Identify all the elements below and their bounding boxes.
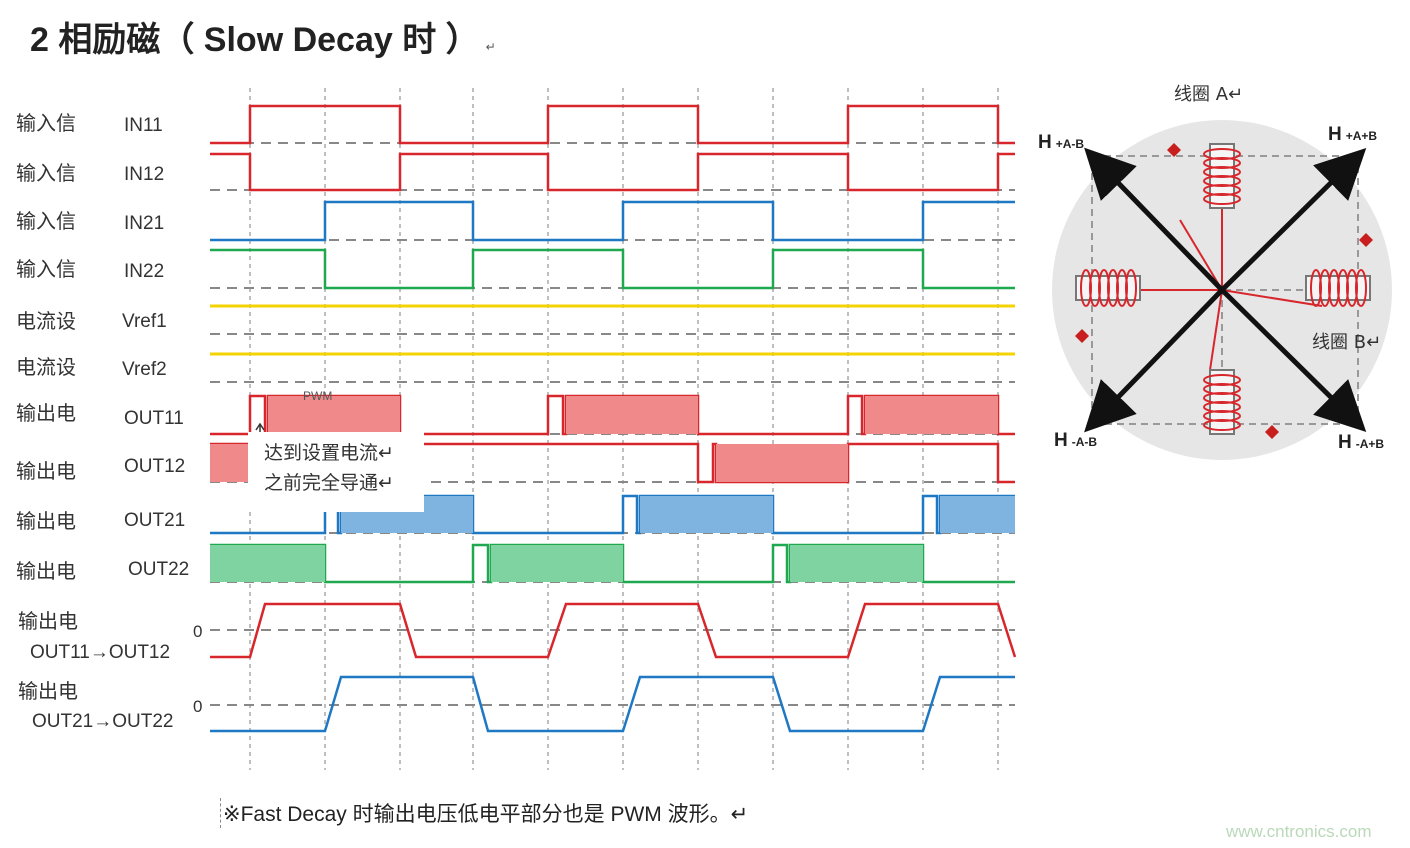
- watermark: www.cntronics.com: [1226, 822, 1372, 841]
- footnote: ※Fast Decay 时输出电压低电平部分也是 PWM 波形。↵: [220, 798, 748, 828]
- callout-line1: 达到设置电流↵: [264, 442, 394, 464]
- wave-out21: [210, 494, 1015, 535]
- wave-in22: [210, 248, 1015, 290]
- coil-bottom-turn: [1203, 419, 1241, 431]
- channel-cn-label: 输入信: [16, 111, 76, 135]
- terminal-left: [1075, 329, 1089, 343]
- channel-cn-label: 输出电: [18, 679, 78, 703]
- channel-cn-label: 电流设: [16, 355, 76, 379]
- pwm-out22-2: [491, 545, 623, 582]
- channel-en-label: OUT22: [128, 559, 189, 580]
- channel-en-label: OUT21: [124, 510, 185, 531]
- return-mark: ↵: [485, 40, 496, 54]
- coil-diagram: 线圈 A↵ 线圈 B↵ H+A-B H+A+B H-A-B H-A+B: [1038, 84, 1392, 460]
- pwm-out12-2: [716, 444, 848, 482]
- pwm-out21-2: [640, 496, 773, 533]
- coil-a-label: 线圈 A↵: [1174, 84, 1243, 105]
- channel-cn-label: 输入信: [16, 257, 76, 281]
- pwm-label: PWM: [303, 389, 332, 403]
- channel-cn-label: 电流设: [16, 309, 76, 333]
- pwm-out11-2: [566, 396, 698, 434]
- channel-en-label: IN22: [124, 261, 164, 282]
- vector-arrow-top-left: [1084, 147, 1224, 292]
- callout-arrow-head: [255, 422, 265, 431]
- timing-diagram: 输入信 IN11 输入信 IN12 输入信 IN21 输入信 IN22 电流设 Vref1 电流设 V…: [16, 88, 1017, 770]
- h-top-right: H+A+B: [1328, 124, 1377, 145]
- channel-cn-label: 输出电: [16, 459, 76, 483]
- channel-cn-label: 输入信: [16, 209, 76, 233]
- wave-current-2: [210, 675, 1015, 733]
- h-bottom-left: H-A-B: [1054, 430, 1097, 451]
- page-title: 2 相励磁（ Slow Decay 时 ） ↵: [30, 12, 496, 61]
- pwm-out12-1: [210, 444, 250, 482]
- coil-right-turn: [1355, 269, 1367, 307]
- wave-in12: [210, 152, 1015, 192]
- waveforms: [210, 104, 1017, 733]
- h-top-left: H+A-B: [1038, 132, 1084, 153]
- channel-labels: 输入信 IN11 输入信 IN12 输入信 IN21 输入信 IN22 电流设 Vref1 电流设 V…: [16, 111, 189, 732]
- channel-en-label: IN11: [124, 115, 163, 136]
- channel-en-label: IN12: [124, 164, 164, 185]
- channel-en-label: IN21: [124, 213, 164, 234]
- callout-box: 达到设置电流↵ 之前完全导通↵: [248, 432, 424, 512]
- title-text: 2 相励磁（ Slow Decay 时 ）: [30, 21, 480, 59]
- pwm-out22-1: [210, 545, 325, 582]
- zero-label-out2: 0: [193, 697, 202, 716]
- pwm-out22-3: [790, 545, 923, 582]
- wave-in21: [210, 200, 1015, 242]
- channel-cn-label: 输出电: [16, 559, 76, 583]
- channel-cn-label: 输入信: [16, 161, 76, 185]
- channel-en-label: OUT11: [124, 408, 184, 429]
- coil-top-turn: [1203, 193, 1241, 205]
- channel-cn-label: 输出电: [16, 401, 76, 425]
- terminal-top: [1167, 143, 1181, 157]
- vector-arrow-bottom-right: [1220, 288, 1367, 433]
- coil-b-label: 线圈 B↵: [1312, 332, 1381, 353]
- wave-current-1: [210, 602, 1017, 659]
- channel-en-label: OUT11→OUT12: [30, 642, 170, 663]
- terminal-bottom: [1265, 425, 1279, 439]
- channel-en-label: Vref2: [122, 359, 167, 380]
- wave-in11: [210, 104, 1015, 145]
- coil-left-turn: [1125, 269, 1137, 307]
- channel-en-label: OUT21→OUT22: [32, 711, 173, 732]
- vector-arrow-bottom-left: [1084, 288, 1224, 433]
- channel-en-label: Vref1: [122, 311, 167, 332]
- pwm-out11-3: [865, 396, 998, 434]
- channel-en-label: OUT12: [124, 456, 185, 477]
- channel-cn-label: 输出电: [16, 509, 76, 533]
- channel-cn-label: 输出电: [18, 609, 78, 633]
- coil-windings: [1075, 143, 1373, 439]
- terminal-right: [1359, 233, 1373, 247]
- wire-c: [1209, 289, 1223, 371]
- zero-label-out1: 0: [193, 622, 202, 641]
- vector-arrow-top-right: [1220, 147, 1367, 292]
- pwm-out21-3: [940, 496, 1015, 533]
- callout-line2: 之前完全导通↵: [264, 472, 394, 494]
- pwm-out11-1: [268, 396, 400, 434]
- h-bottom-right: H-A+B: [1338, 432, 1384, 453]
